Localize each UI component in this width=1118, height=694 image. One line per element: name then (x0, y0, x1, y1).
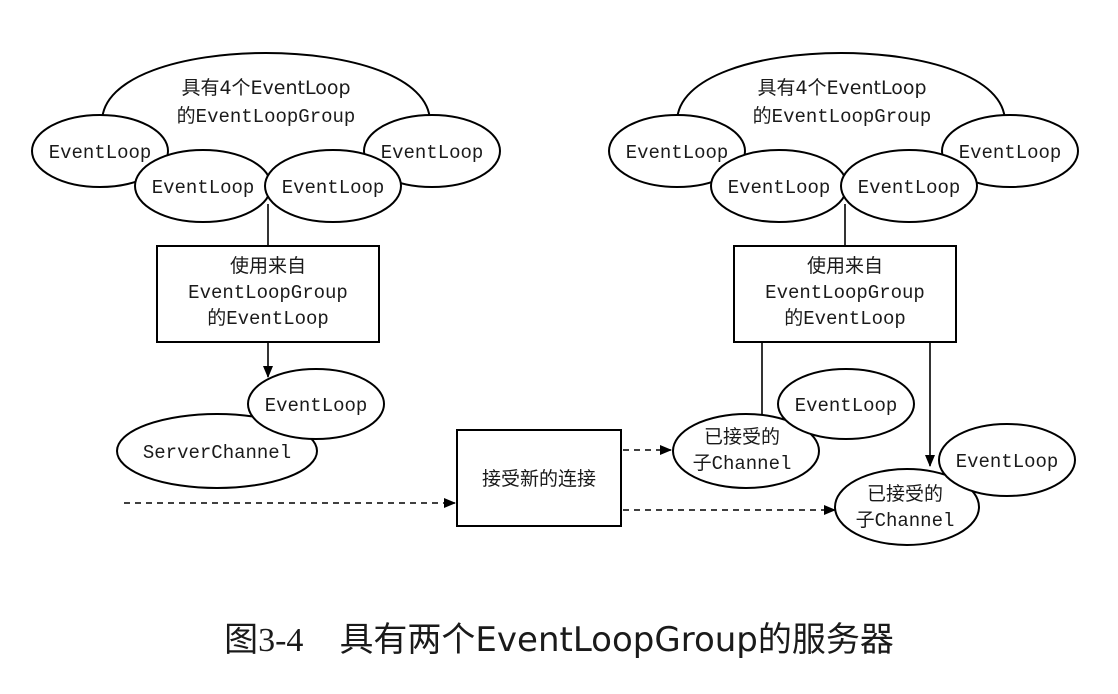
left-group-eventloop-3 (264, 149, 402, 223)
right-group-eventloop-3 (840, 149, 978, 223)
left-eventloop-group: 具有4个EventLoop 的EventLoopGroup EventLoop … (31, 52, 501, 223)
accept-connection-label: 接受新的连接 (482, 468, 596, 490)
child-channel-1-eventloop (777, 368, 915, 440)
right-use-eventloop-box (733, 245, 957, 343)
right-group-eventloop-4-label: EventLoop (959, 142, 1062, 164)
figure-number: 图3-4 (224, 622, 304, 659)
child-channel-1 (672, 413, 820, 489)
server-channel (116, 413, 318, 489)
figure-title: 具有两个EventLoopGroup的服务器 (339, 620, 894, 660)
right-eventloop-group: 具有4个EventLoop 的EventLoopGroup EventLoop … (608, 52, 1079, 223)
left-group-eventloop-1 (31, 114, 169, 188)
right-box-line2: EventLoopGroup (765, 282, 925, 304)
server-eventloop-label: EventLoop (265, 395, 368, 417)
child-channel-1-eventloop-label: EventLoop (795, 395, 898, 417)
left-use-eventloop-box (156, 245, 380, 343)
child-channel-2-eventloop (938, 423, 1076, 497)
right-group-eventloop-1-label: EventLoop (626, 142, 729, 164)
left-box-line2: EventLoopGroup (188, 282, 348, 304)
left-group-eventloop-1-label: EventLoop (49, 142, 152, 164)
child-channel-2 (834, 468, 980, 546)
left-box-line3: 的EventLoop (207, 307, 329, 330)
right-box-line1: 使用来自 (807, 255, 883, 277)
left-group-label-line2: 的EventLoopGroup (177, 105, 356, 128)
accept-connection-box (456, 429, 622, 527)
left-group-eventloop-2-label: EventLoop (152, 177, 255, 199)
left-box-line1: 使用来自 (230, 255, 306, 277)
right-group-eventloop-3-label: EventLoop (858, 177, 961, 199)
child-channel-1-label-line1: 已接受的 (704, 426, 780, 448)
right-group-label-line2: 的EventLoopGroup (753, 105, 932, 128)
child-channel-2-label-line2: 子Channel (856, 510, 955, 532)
left-group-eventloop-4 (363, 114, 501, 188)
right-group-label-line1: 具有4个EventLoop (757, 77, 926, 99)
left-group-eventloop-3-label: EventLoop (282, 177, 385, 199)
child-channel-2-eventloop-label: EventLoop (956, 451, 1059, 473)
right-group-outline (676, 52, 1006, 123)
child-channel-2-label-line1: 已接受的 (867, 483, 943, 505)
figure-caption: 图3-4 具有两个EventLoopGroup的服务器 (0, 612, 1118, 661)
right-group-eventloop-2-label: EventLoop (728, 177, 831, 199)
server-eventloop (247, 368, 385, 440)
right-group-eventloop-4 (941, 114, 1079, 188)
right-group-eventloop-1 (608, 114, 746, 188)
child-channel-1-label-line2: 子Channel (693, 453, 792, 475)
right-box-line3: 的EventLoop (784, 307, 906, 330)
left-group-eventloop-4-label: EventLoop (381, 142, 484, 164)
left-group-label-line1: 具有4个EventLoop (181, 77, 350, 99)
left-group-outline (101, 52, 431, 123)
server-channel-label: ServerChannel (143, 442, 291, 464)
